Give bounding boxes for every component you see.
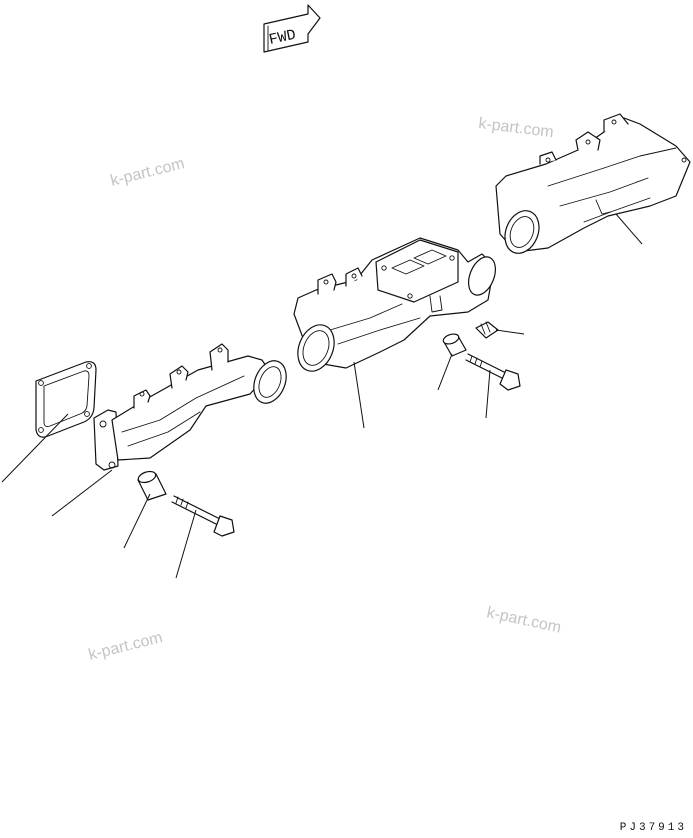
leader-center-manifold [353, 361, 365, 429]
leader-rear-manifold [615, 213, 643, 245]
drawing-code: PJ37913 [619, 822, 687, 834]
leader-front-manifold [51, 469, 113, 517]
leader-plug [495, 329, 525, 335]
leader-front-spacer [123, 493, 151, 549]
front-bolt [171, 495, 235, 537]
center-spacer [442, 333, 467, 357]
watermark-3: k-part.com [87, 629, 164, 664]
front-manifold-section [93, 343, 287, 471]
gasket [35, 361, 97, 438]
leader-front-bolt [175, 509, 197, 579]
leader-center-bolt [485, 369, 491, 419]
watermark-2: k-part.com [478, 115, 555, 141]
leader-gasket [1, 413, 69, 483]
fwd-arrow: FWD [263, 4, 321, 53]
watermark-1: k-part.com [109, 155, 186, 190]
rear-manifold-section [495, 113, 691, 254]
center-manifold-section [293, 237, 497, 372]
plug-bolt [475, 321, 499, 339]
leader-lines [1, 213, 643, 579]
front-spacer [137, 470, 167, 501]
watermark-4: k-part.com [485, 604, 562, 636]
fwd-label: FWD [268, 27, 298, 49]
leader-center-spacer [437, 353, 453, 391]
center-bolt [465, 353, 521, 391]
